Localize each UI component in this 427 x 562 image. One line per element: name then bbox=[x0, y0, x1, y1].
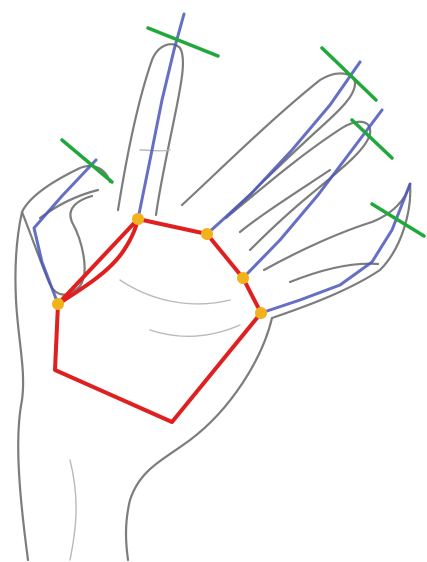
index-tip-marker bbox=[148, 28, 218, 56]
pinky-tip-marker bbox=[372, 204, 424, 236]
palm-crease-2 bbox=[150, 325, 240, 336]
middle-finger-outline-top bbox=[182, 73, 355, 205]
thumb-axis-line bbox=[34, 160, 96, 304]
ring-finger-fold bbox=[240, 170, 330, 232]
hand-sketch bbox=[15, 44, 410, 560]
hand-outline-right bbox=[126, 318, 272, 560]
palm-crease-1 bbox=[120, 280, 230, 304]
palm-outline bbox=[55, 219, 261, 422]
middle-axis-line bbox=[207, 62, 360, 234]
thumb-joint-dot bbox=[52, 298, 64, 310]
middle-joint-dot bbox=[201, 228, 213, 240]
ring-joint-dot bbox=[237, 272, 249, 284]
palm-crease-3 bbox=[70, 460, 76, 560]
thumb-tip-marker bbox=[62, 140, 112, 182]
palm-polygon-group bbox=[55, 219, 261, 422]
index-joint-dot bbox=[132, 213, 144, 225]
pinky-joint-dot bbox=[255, 307, 267, 319]
pinky-outline-top bbox=[264, 184, 410, 270]
pinky-outline-bottom bbox=[272, 184, 410, 318]
thumb-inner-outline bbox=[40, 190, 98, 218]
hand-outline-left bbox=[15, 166, 110, 560]
index-finger-crease bbox=[140, 150, 170, 151]
